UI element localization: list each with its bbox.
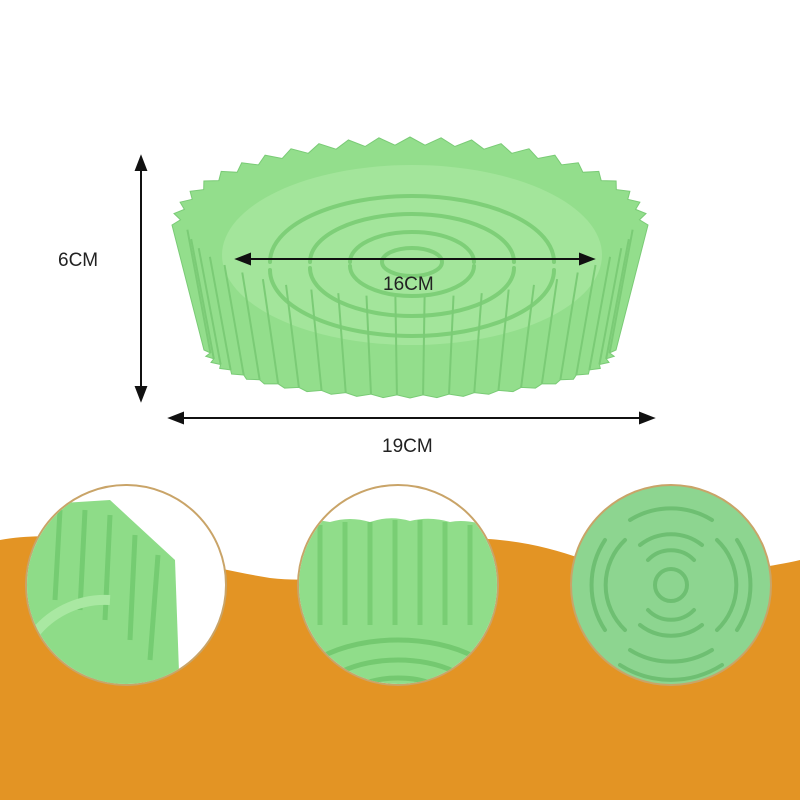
silicone-liner-bowl <box>171 136 649 399</box>
rib <box>365 295 372 395</box>
base-detail <box>570 484 772 686</box>
rib <box>223 264 245 376</box>
rib <box>310 289 323 391</box>
rib <box>575 264 597 376</box>
rib <box>540 278 559 384</box>
rib <box>473 293 483 393</box>
rib <box>208 256 232 371</box>
rib <box>394 296 398 395</box>
rib <box>448 295 455 395</box>
rib <box>497 289 510 391</box>
rib <box>605 238 630 359</box>
edge-detail <box>25 484 227 686</box>
rib <box>337 293 347 393</box>
rib <box>261 278 280 384</box>
rib <box>186 229 212 354</box>
height-label: 6CM <box>58 250 99 271</box>
rib <box>588 256 612 371</box>
rib <box>598 247 623 365</box>
inner-diameter-label: 16CM <box>383 274 434 295</box>
rib <box>559 272 579 380</box>
rib <box>520 284 535 388</box>
dimension-arrows <box>134 154 656 425</box>
rib <box>422 296 426 395</box>
rib <box>241 272 261 380</box>
rib <box>190 238 215 359</box>
wall-detail <box>297 484 499 686</box>
rib <box>197 247 222 365</box>
rib <box>285 284 300 388</box>
rib <box>608 229 634 354</box>
outer-diameter-label: 19CM <box>382 436 433 457</box>
